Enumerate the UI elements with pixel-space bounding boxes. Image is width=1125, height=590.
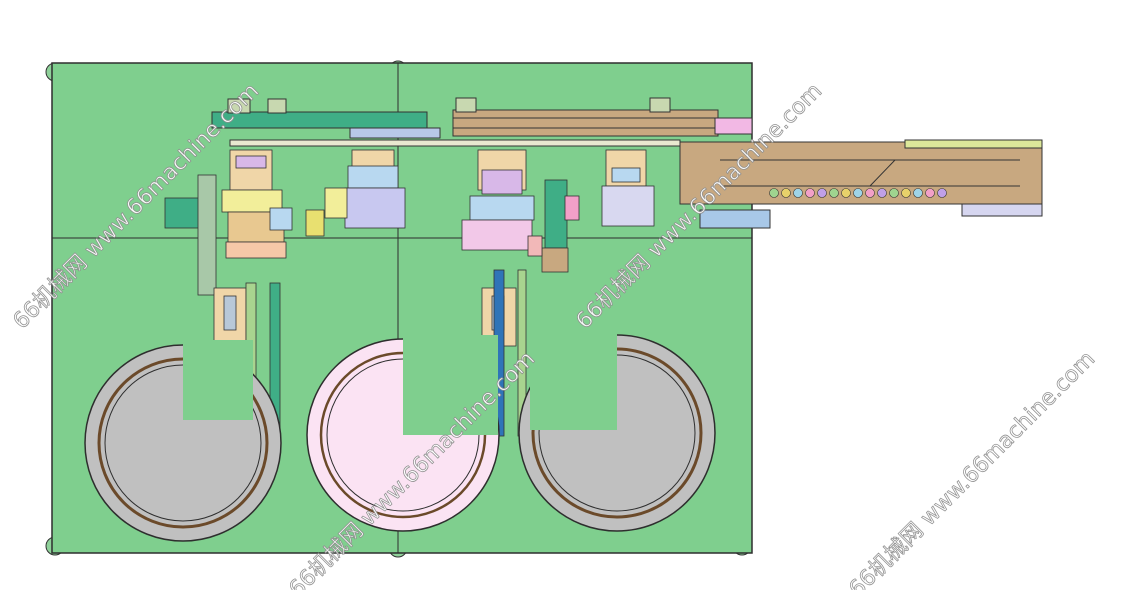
watermark-4: 66机械网 www.66machine.com (844, 346, 1101, 590)
top-transfer-rail (211, 97, 753, 147)
output-conveyor-parts (769, 188, 947, 198)
bowl-feeder-left (84, 340, 282, 542)
station-3 (461, 149, 580, 273)
svg-text:66机械网 www.66machine.com: 66机械网 www.66machine.com (845, 347, 1101, 590)
station-1 (164, 149, 293, 296)
bowl-feeder-right (518, 330, 716, 532)
bowl-feeder-center (306, 335, 500, 532)
station-2 (305, 149, 406, 237)
station-4 (601, 149, 655, 227)
